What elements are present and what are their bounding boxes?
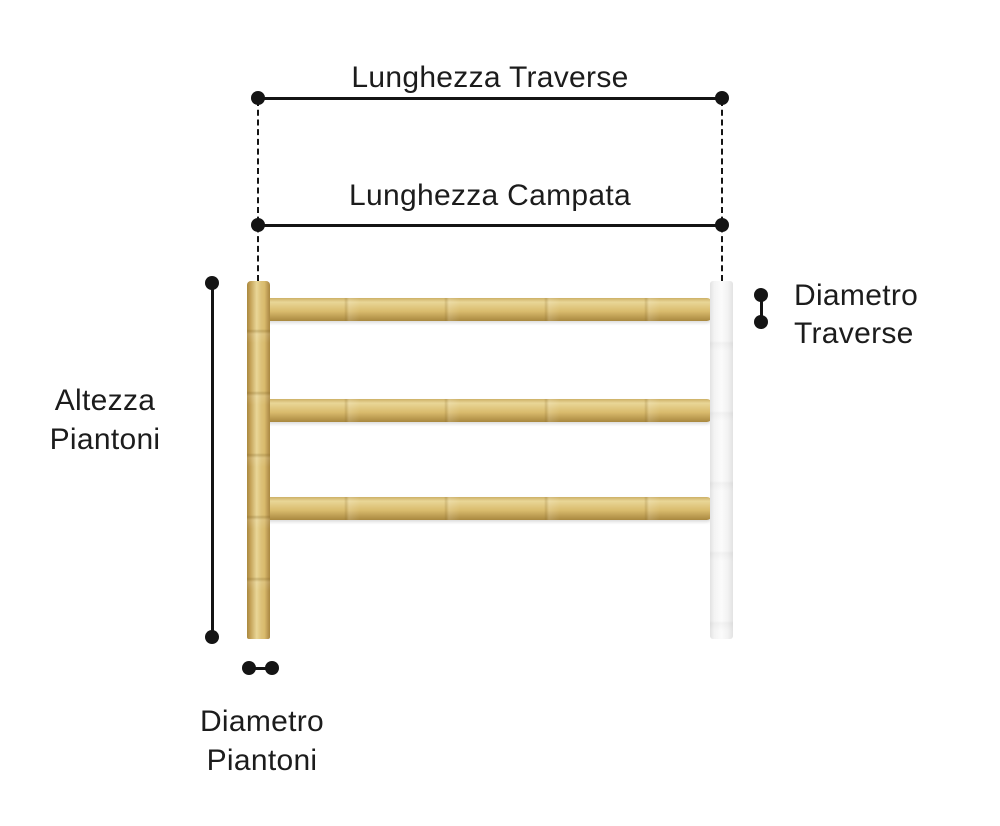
wood-rail-top [260, 298, 712, 321]
dimension-line [211, 283, 214, 637]
dimension-endpoint-dot [251, 91, 265, 105]
dimension-endpoint-dot [754, 288, 768, 302]
dimension-endpoint-dot [715, 218, 729, 232]
lunghezza-traverse-label: Lunghezza Traverse [351, 61, 629, 94]
wood-rail-bottom [260, 497, 712, 520]
wood-post-left [247, 281, 270, 639]
extension-line-right [721, 100, 723, 281]
dimension-line [760, 295, 763, 322]
extension-line-left [257, 100, 259, 281]
wood-rail-middle [260, 399, 712, 422]
dimension-line [258, 224, 722, 227]
dimension-line [258, 97, 722, 100]
diametro-piantoni-label: Diametro Piantoni [199, 705, 325, 777]
dimension-endpoint-dot [242, 661, 256, 675]
dimension-endpoint-dot [251, 218, 265, 232]
dimension-endpoint-dot [715, 91, 729, 105]
altezza-piantoni-label: Altezza Piantoni [49, 384, 161, 456]
dimension-endpoint-dot [205, 276, 219, 290]
diametro-traverse-label: Diametro Traverse [794, 279, 919, 350]
dimension-endpoint-dot [754, 315, 768, 329]
dimension-line [249, 667, 272, 670]
dimension-endpoint-dot [265, 661, 279, 675]
dimension-endpoint-dot [205, 630, 219, 644]
white-post-right [710, 281, 733, 639]
lunghezza-campata-label: Lunghezza Campata [349, 179, 631, 212]
